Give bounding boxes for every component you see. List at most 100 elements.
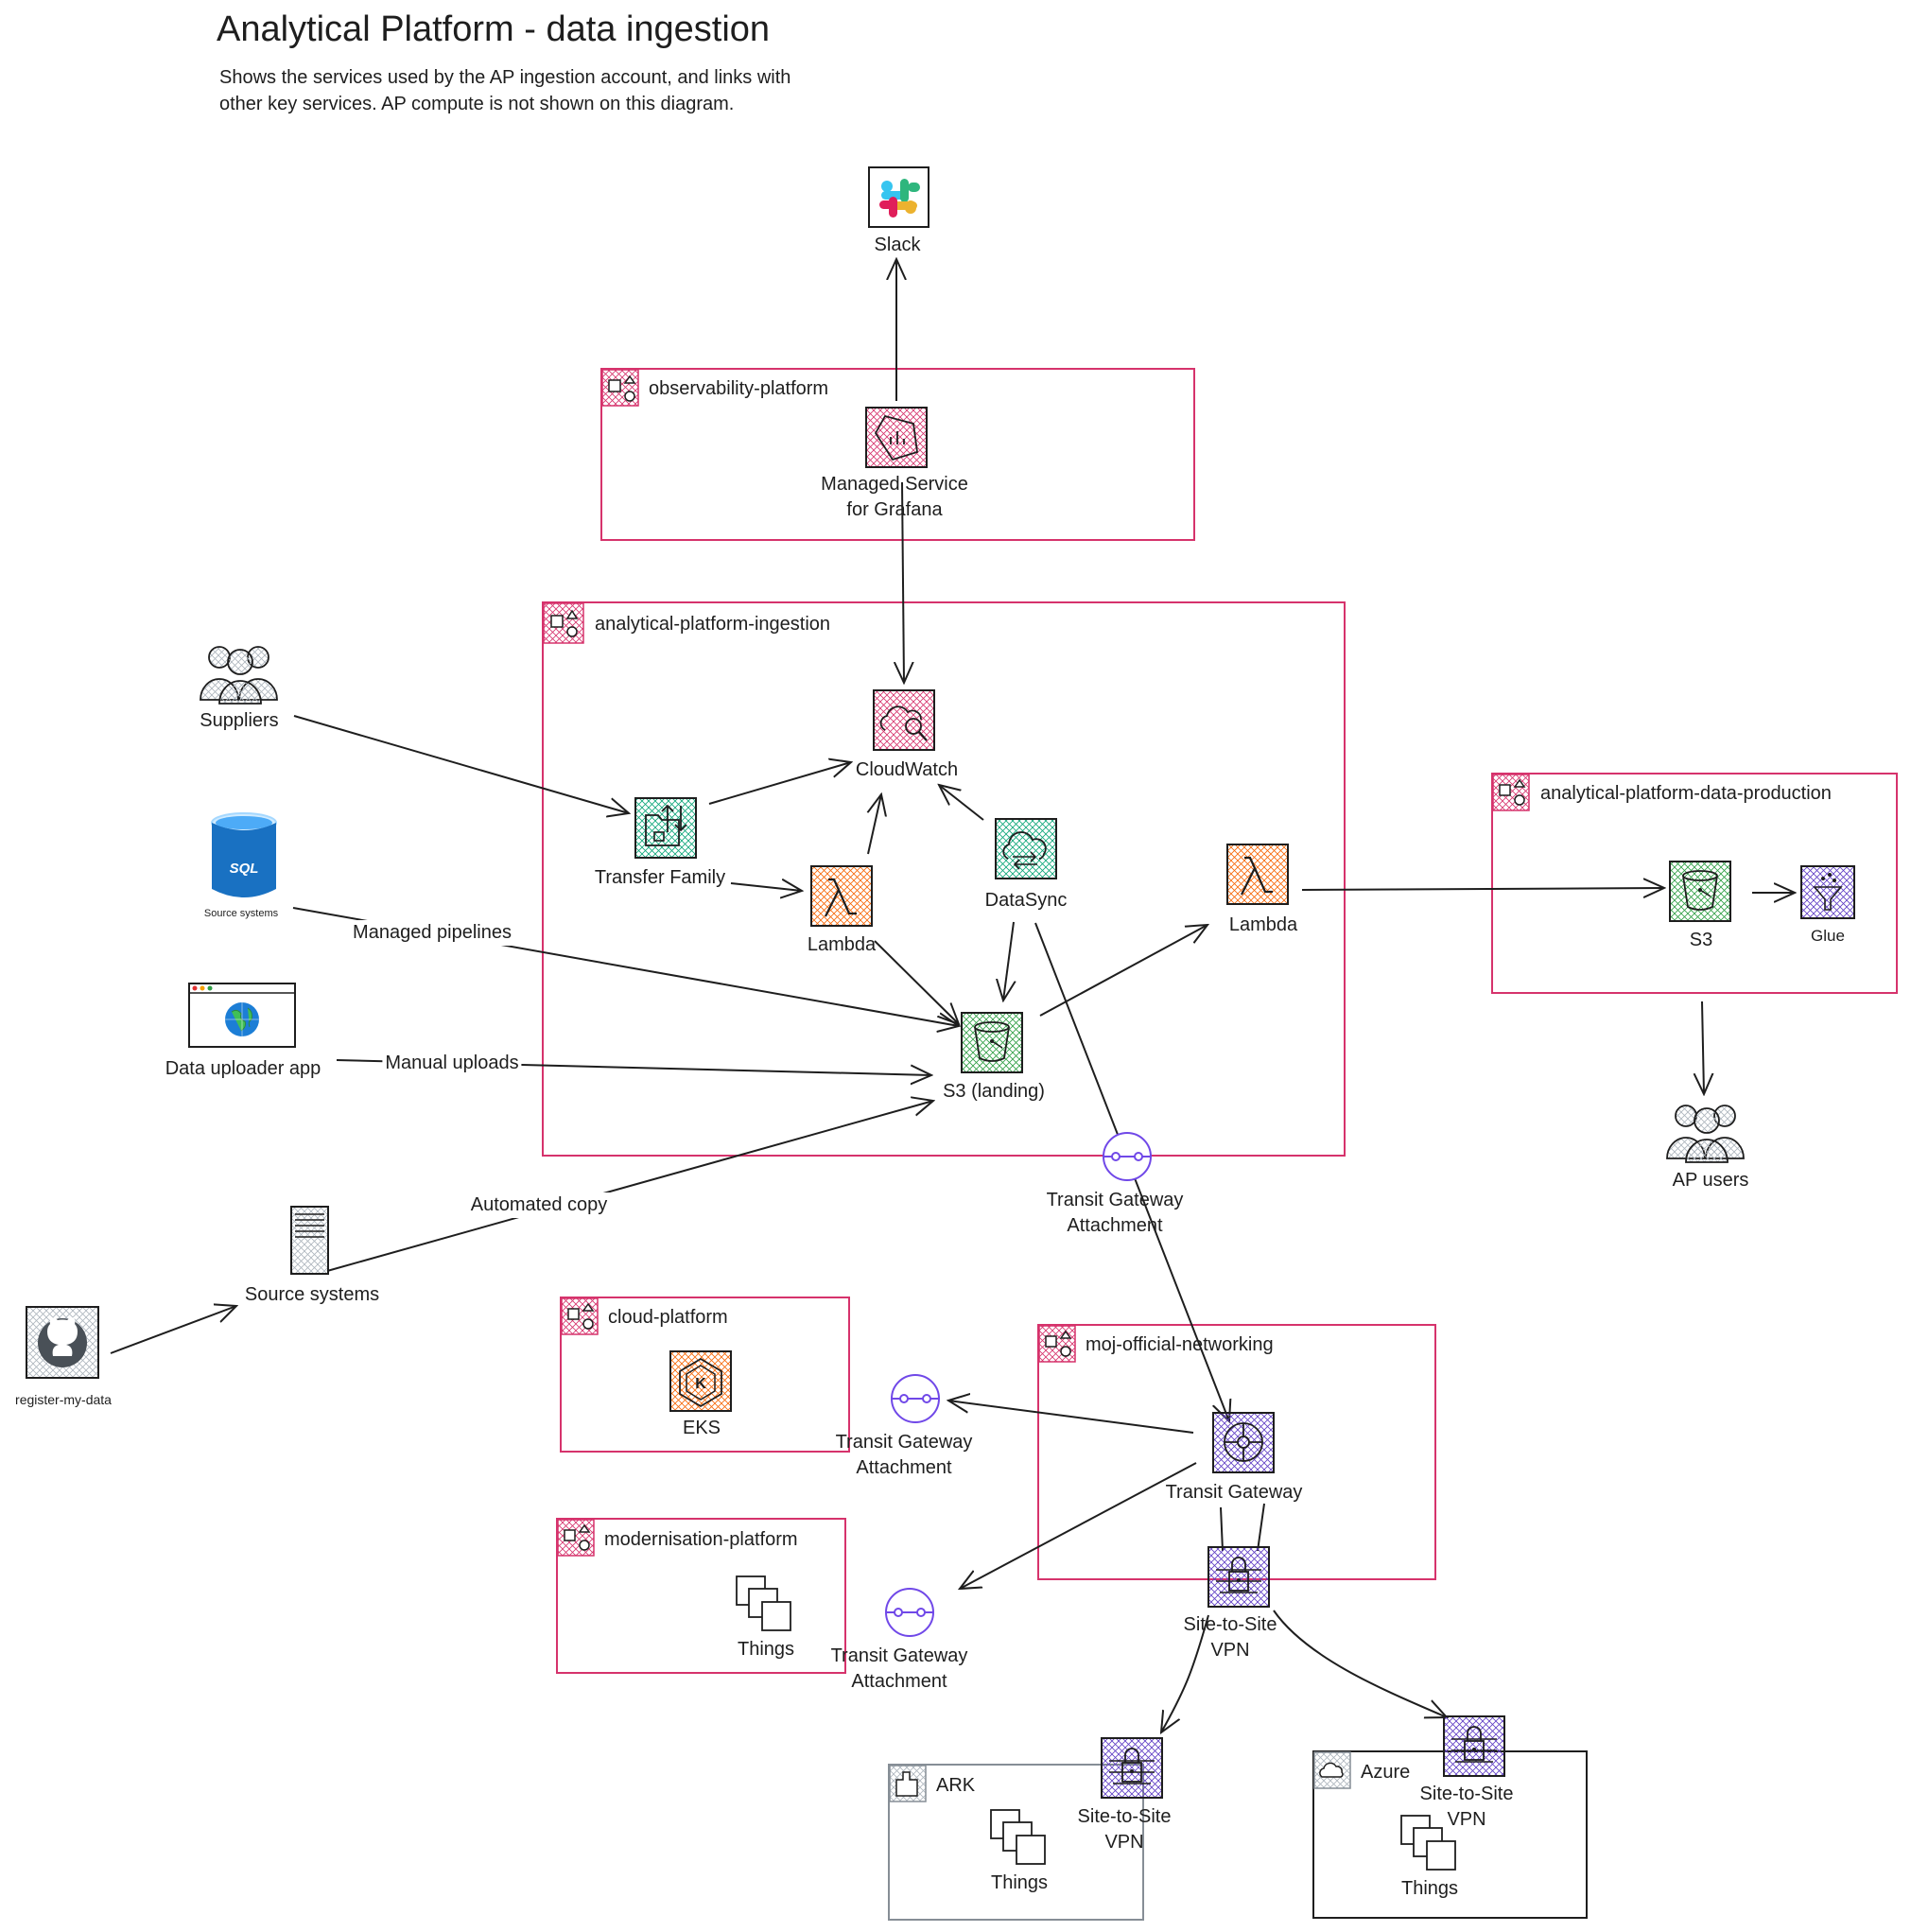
cloud-platform-box	[560, 1297, 850, 1453]
cloud-platform-box-title: cloud-platform	[608, 1307, 728, 1328]
cloud-icon	[1313, 1751, 1351, 1789]
things-ark-label: Things	[990, 1872, 1049, 1893]
browser-window-icon	[188, 983, 296, 1048]
transit-gateway-icon	[1212, 1412, 1275, 1473]
s3-prod-label: S3	[1689, 930, 1713, 950]
source-systems-label: Source systems	[244, 1284, 380, 1305]
lambda-icon	[1226, 844, 1289, 905]
manual-uploads-edge-label: Manual uploads	[382, 1051, 522, 1076]
eks-label: EKS	[682, 1418, 721, 1438]
vpn-moj-label: Site-to-Site VPN	[1183, 1614, 1277, 1661]
grafana-label: Managed Service for Grafana	[821, 474, 968, 520]
s3-landing-label: S3 (landing)	[943, 1081, 1045, 1102]
modernisation-platform-box	[556, 1518, 846, 1674]
edge-vpn-to-ark	[1161, 1614, 1209, 1732]
edge-s3-to-lambda	[1039, 925, 1207, 1017]
data-uploader-label: Data uploader app	[165, 1058, 321, 1079]
transit-gateway-label: Transit Gateway	[1165, 1482, 1303, 1503]
s3-bucket-icon	[961, 1012, 1023, 1073]
glue-icon	[1800, 865, 1855, 919]
aws-account-icon	[1492, 774, 1530, 811]
managed-pipelines-edge-label: Managed pipelines	[350, 920, 514, 946]
cloudwatch-label: CloudWatch	[855, 759, 959, 780]
vpn-azure-label: Site-to-Site VPN	[1419, 1784, 1514, 1830]
ark-box-title: ARK	[936, 1775, 976, 1796]
edge-tgw-to-cloud-attachment	[948, 1401, 1194, 1434]
register-my-data-label: register-my-data	[15, 1392, 112, 1407]
sql-source-label: Source systems	[203, 908, 279, 919]
edge-vpn-to-azure	[1273, 1610, 1447, 1717]
lambda-notify-label: Lambda	[1228, 914, 1298, 935]
eks-icon: K	[669, 1350, 732, 1412]
things-icon	[990, 1809, 1046, 1865]
moj-networking-box-title: moj-official-networking	[1086, 1334, 1274, 1355]
things-azure-label: Things	[1400, 1878, 1459, 1899]
edge-lambda-to-s3-prod	[1301, 888, 1664, 890]
azure-box-title: Azure	[1361, 1762, 1411, 1783]
observability-platform-box	[600, 368, 1195, 541]
aws-account-icon	[543, 602, 584, 644]
suppliers-label: Suppliers	[200, 710, 279, 731]
transfer-family-icon	[634, 797, 697, 859]
edge-register-to-source	[110, 1306, 236, 1354]
server-icon	[290, 1206, 329, 1275]
edge-datasync-to-s3	[1003, 921, 1014, 1001]
lambda-ingest-label: Lambda	[807, 934, 877, 955]
transit-gateway-attachment-icon	[1103, 1132, 1152, 1181]
svg-text:K: K	[695, 1376, 706, 1392]
edge-automated-copy	[326, 1101, 933, 1272]
transit-gateway-attachment-icon	[891, 1374, 940, 1423]
azure-box	[1312, 1750, 1588, 1919]
ingestion-box-title: analytical-platform-ingestion	[595, 614, 831, 635]
cloudwatch-icon	[873, 689, 935, 751]
edge-tgw-to-vpn-right	[1257, 1503, 1265, 1552]
things-mod-label: Things	[737, 1639, 795, 1660]
glue-label: Glue	[1811, 927, 1845, 945]
aws-account-icon	[557, 1519, 595, 1557]
grafana-icon	[865, 407, 928, 468]
edge-transfer-to-cloudwatch	[708, 762, 851, 805]
aws-account-icon	[561, 1297, 599, 1335]
edge-lambda-to-cloudwatch	[868, 794, 881, 855]
transit-gateway-attachment-icon	[885, 1588, 934, 1637]
lambda-icon	[810, 865, 873, 927]
tgw-attachment-ingest-label: Transit Gateway Attachment	[1046, 1190, 1184, 1236]
slack-label: Slack	[874, 235, 921, 255]
s3-bucket-icon	[1669, 861, 1731, 922]
tgw-attachment-cloud-label: Transit Gateway Attachment	[835, 1432, 973, 1478]
things-icon	[736, 1575, 791, 1631]
aws-account-icon	[601, 369, 639, 407]
edge-transfer-to-lambda	[730, 883, 802, 891]
edge-tgw-to-vpn-left	[1220, 1506, 1224, 1552]
ap-users-label: AP users	[1672, 1170, 1749, 1191]
github-icon	[26, 1306, 99, 1379]
site-to-site-vpn-icon	[1443, 1715, 1505, 1777]
modernisation-box-title: modernisation-platform	[604, 1529, 798, 1550]
edge-tgw-to-mod-attachment	[960, 1462, 1197, 1589]
svg-text:SQL: SQL	[230, 861, 259, 877]
building-icon	[889, 1765, 927, 1802]
aws-account-icon	[1038, 1325, 1076, 1363]
users-icon	[200, 646, 278, 705]
edge-lambda-to-s3	[874, 940, 959, 1024]
moj-networking-box	[1037, 1324, 1436, 1580]
things-icon	[1400, 1815, 1456, 1871]
site-to-site-vpn-icon	[1207, 1546, 1270, 1608]
data-production-box	[1491, 773, 1898, 994]
site-to-site-vpn-icon	[1101, 1737, 1163, 1799]
observability-box-title: observability-platform	[649, 378, 829, 399]
sql-database-icon: SQL	[211, 812, 277, 897]
tgw-attachment-mod-label: Transit Gateway Attachment	[830, 1645, 968, 1692]
datasync-label: DataSync	[984, 890, 1068, 911]
edge-suppliers-to-transfer	[293, 715, 629, 813]
page-title: Analytical Platform - data ingestion	[217, 9, 771, 49]
datasync-icon	[995, 818, 1057, 879]
edge-s3-prod-to-users	[1702, 1001, 1704, 1094]
page-subtitle: Shows the services used by the AP ingest…	[219, 67, 791, 114]
slack-logo-icon	[868, 166, 929, 228]
edge-datasync-to-cloudwatch	[939, 785, 984, 821]
ingestion-account-box	[542, 601, 1346, 1157]
users-icon	[1666, 1105, 1745, 1163]
vpn-ark-label: Site-to-Site VPN	[1077, 1806, 1172, 1853]
